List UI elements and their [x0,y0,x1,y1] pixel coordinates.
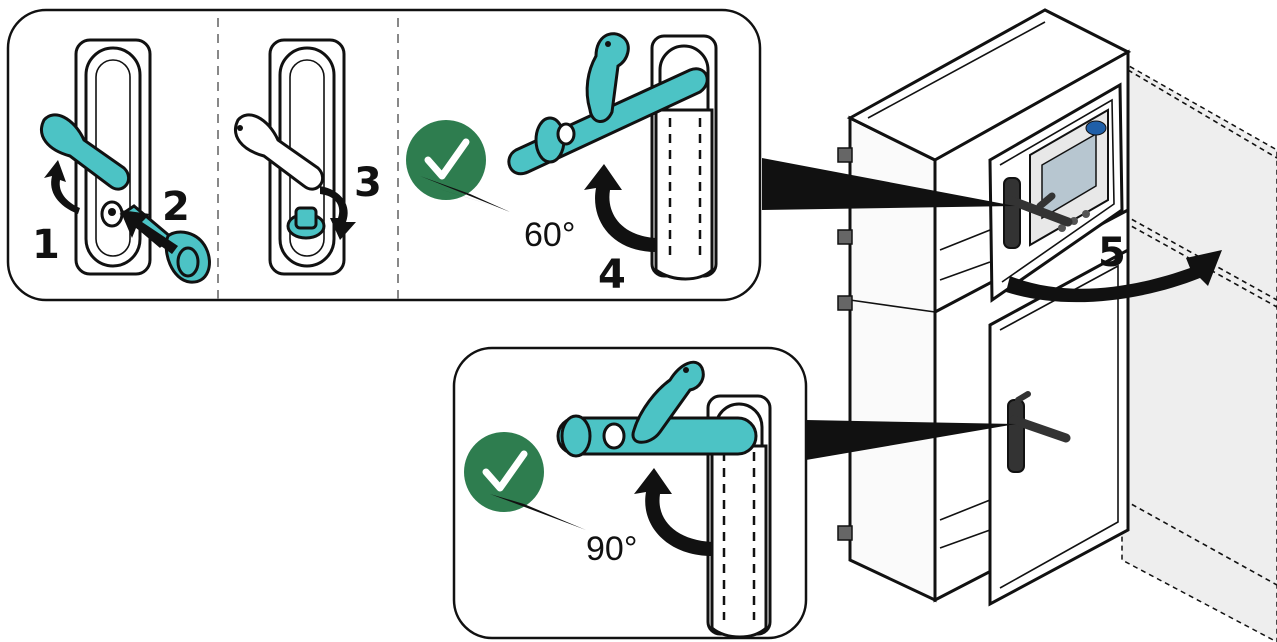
lower-door [988,247,1130,607]
handle-unlocking-step: 1 2 [32,38,211,284]
bottom-instruction-panel: 90° [452,346,808,640]
handle-rotate-60-step: 60° 4 [406,32,718,298]
step-3-label: 3 [354,160,382,206]
step-5-label: 5 [1098,230,1126,276]
analyzer-cabinet [837,8,1277,642]
checkmark-icon [482,450,528,492]
step-1-label: 1 [32,222,60,268]
open-door-arrow [1006,250,1222,303]
check-badge [464,432,544,512]
checkmark-icon [424,138,470,180]
key-turning-step: 3 [234,38,382,276]
step-2-label: 2 [162,184,190,230]
angle-90-label: 90° [586,530,637,568]
angle-60-label: 60° [524,216,575,254]
step-4-label: 4 [598,252,626,298]
top-instruction-panel: 1 2 3 [6,8,762,302]
hinge [837,147,853,541]
upper-door [988,82,1124,303]
check-badge [406,120,486,200]
callout-wedge-bottom [806,420,1016,460]
open-door-outline [1121,60,1277,642]
callout-wedge-top [762,158,1015,210]
